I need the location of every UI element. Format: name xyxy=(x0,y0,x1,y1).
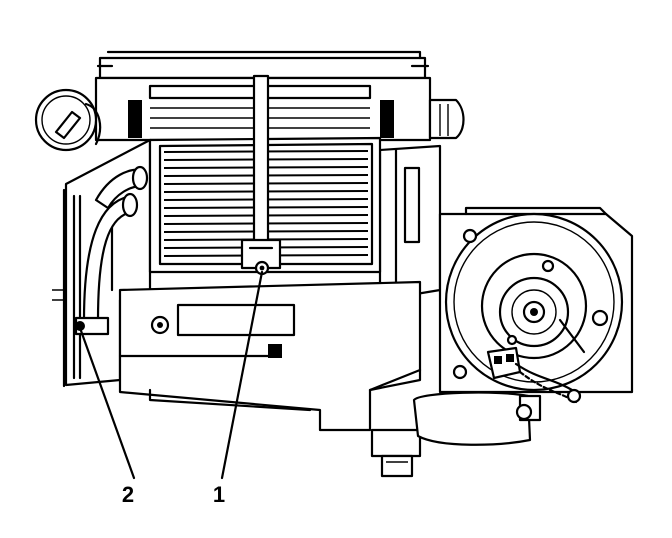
callout-2-leader xyxy=(78,326,136,480)
heater-pipes xyxy=(74,165,149,336)
blower-motor-assembly xyxy=(438,206,634,394)
callout-1-label: 1 xyxy=(213,482,225,507)
heater-core xyxy=(148,74,382,276)
lower-duct xyxy=(412,391,542,446)
callout-1-leader xyxy=(220,270,264,480)
top-right-fitting xyxy=(428,98,465,140)
aspirator-cap xyxy=(34,88,102,152)
callout-2-label: 2 xyxy=(122,482,134,507)
blower-connector xyxy=(486,346,582,404)
